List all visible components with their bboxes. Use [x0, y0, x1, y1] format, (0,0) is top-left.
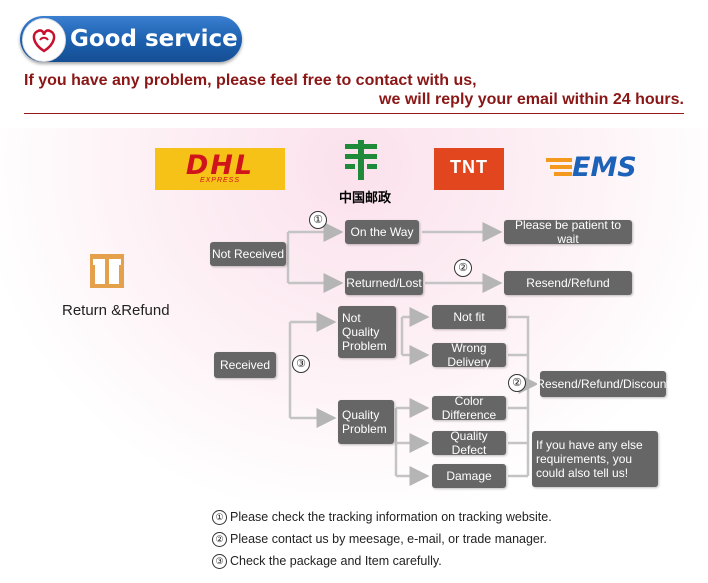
not-quality-problem-box: Not Quality Problem	[338, 306, 396, 358]
on-the-way-box: On the Way	[345, 220, 419, 244]
page-title: Good service	[70, 26, 238, 52]
return-refund-label: Return &Refund	[62, 302, 170, 319]
note-1-marker: ①	[212, 510, 227, 525]
tnt-name: TNT	[450, 157, 488, 177]
resend-refund-discount-box: Resend/Refund/Discount	[536, 371, 670, 397]
dhl-sub: EXPRESS	[199, 177, 241, 184]
brand-logo-icon	[22, 18, 66, 62]
contact-line-1: If you have any problem, please feel fre…	[24, 72, 477, 89]
note-1-text: Please check the tracking information on…	[230, 510, 552, 524]
note-3-marker: ③	[212, 554, 227, 569]
good-service-badge: Good service	[20, 16, 242, 62]
step-marker-3: ③	[292, 355, 310, 373]
china-post-icon	[341, 138, 381, 182]
damage-box: Damage	[432, 464, 506, 488]
wrong-delivery-box: Wrong Delivery	[432, 341, 506, 369]
ems-logo: EMS	[546, 150, 642, 190]
quality-problem-box: Quality Problem	[338, 400, 394, 444]
received-box: Received	[214, 352, 276, 378]
else-requirements-box: If you have any else requirements, you c…	[532, 431, 658, 487]
step-marker-2b: ②	[508, 374, 526, 392]
note-3-text: Check the package and Item carefully.	[230, 554, 442, 568]
not-received-box: Not Received	[210, 242, 286, 266]
dhl-name: DHL	[185, 150, 255, 181]
ems-wing-icon	[546, 158, 572, 176]
note-2-text: Please contact us by meesage, e-mail, or…	[230, 532, 547, 546]
not-fit-box: Not fit	[432, 305, 506, 329]
dhl-logo: DHL EXPRESS	[155, 148, 285, 190]
step-marker-2: ②	[454, 259, 472, 277]
please-wait-box: Please be patient to wait	[504, 218, 632, 246]
china-post-label: 中国邮政	[338, 191, 391, 206]
step-marker-1: ①	[309, 211, 327, 229]
gift-box-icon	[87, 251, 127, 291]
header-divider	[24, 113, 684, 114]
contact-line-2: we will reply your email within 24 hours…	[379, 91, 684, 108]
ems-name: EMS	[572, 152, 637, 183]
resend-refund-box: Resend/Refund	[504, 271, 632, 295]
quality-defect-box: Quality Defect	[432, 429, 506, 457]
tnt-logo: TNT	[434, 148, 504, 190]
returned-lost-box: Returned/Lost	[345, 271, 423, 295]
color-difference-box: Color Difference	[432, 394, 506, 422]
note-2-marker: ②	[212, 532, 227, 547]
